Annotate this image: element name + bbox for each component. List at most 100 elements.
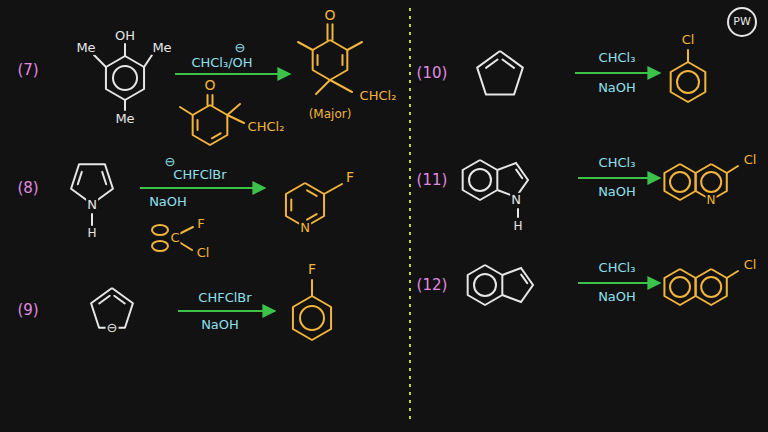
ring-bond	[293, 296, 331, 340]
reagent-label: CHCl₃	[598, 261, 637, 275]
bond-line	[330, 80, 352, 92]
bond-line	[180, 107, 193, 115]
reagent-label: NaOH	[148, 195, 188, 209]
ring-bond	[106, 56, 144, 100]
bond-line	[144, 55, 152, 67]
reagent-label: CHCl₃	[598, 156, 637, 170]
atom-label: Cl	[743, 153, 758, 167]
ring-bond	[664, 269, 695, 305]
double-bond-line	[212, 133, 221, 138]
reagent-label: CHCl₃/OH	[190, 56, 253, 70]
bond-line	[179, 242, 192, 250]
ring-bond	[671, 62, 706, 102]
atom-label: F	[307, 262, 317, 277]
reagent-label: CHFClBr	[197, 291, 252, 305]
ring-bond	[477, 51, 523, 94]
double-bond-line	[341, 55, 343, 65]
aromatic-circle	[677, 71, 699, 93]
aromatic-circle	[701, 172, 721, 192]
logo-text: PW	[732, 16, 752, 28]
orbital-lobe	[152, 225, 168, 235]
double-bond-line	[290, 199, 292, 210]
double-bond-line	[307, 190, 317, 196]
atom-label: N	[299, 221, 311, 235]
reaction-arrow	[578, 282, 660, 284]
reagent-label: NaOH	[597, 185, 637, 199]
atom-label: O	[203, 78, 216, 93]
double-bond-line	[102, 172, 106, 184]
atom-label: C	[169, 231, 180, 245]
double-bond-line	[307, 214, 317, 220]
bond-line	[124, 100, 126, 110]
atom-label: CHCl₂	[247, 120, 286, 134]
atom-label: N	[706, 194, 717, 207]
charge-sign: ⊖	[234, 41, 247, 55]
atom-label: H	[512, 220, 523, 233]
ring-bond	[193, 105, 228, 145]
double-bond-line	[197, 120, 199, 130]
charge-sign: ⊖	[106, 321, 119, 335]
bond-line	[298, 42, 313, 50]
bond-line	[227, 104, 240, 115]
bond-line	[94, 55, 106, 67]
ring-bond	[502, 268, 533, 302]
ring-bond	[468, 265, 503, 305]
ring-bond	[463, 160, 498, 200]
atom-label: F	[196, 217, 205, 231]
reagent-label: CHCl₃	[598, 51, 637, 65]
bond-line	[316, 80, 330, 94]
aromatic-circle	[300, 306, 324, 330]
double-bond-line	[78, 172, 82, 184]
reaction-arrow	[140, 187, 265, 189]
bond-line	[517, 209, 519, 217]
reaction-number: (9)	[16, 302, 39, 319]
bond-line	[227, 115, 244, 123]
atom-label: Me	[151, 41, 172, 55]
aromatic-circle	[701, 277, 721, 297]
bond-line	[727, 271, 738, 278]
aromatic-circle	[474, 274, 496, 296]
double-bond-line	[99, 296, 110, 304]
reaction-number: (8)	[16, 180, 39, 197]
bond-line	[124, 44, 126, 56]
ring-bond	[696, 269, 727, 305]
bond-line	[311, 280, 313, 296]
aromatic-circle	[670, 277, 690, 297]
atom-label: Cl	[196, 246, 211, 260]
bond-line	[91, 214, 93, 225]
bond-line	[687, 50, 689, 62]
double-bond-line	[486, 60, 498, 68]
double-bond-line	[516, 170, 522, 179]
carbonyl-bond	[332, 24, 334, 40]
atom-label: OH	[114, 29, 136, 43]
double-bond-line	[317, 55, 319, 65]
atom-label: N	[510, 193, 522, 207]
atom-label: Me	[75, 41, 96, 55]
double-bond-line	[502, 60, 514, 68]
reaction-arrow	[175, 73, 290, 75]
bond-line	[727, 166, 738, 173]
note-label: (Major)	[308, 108, 353, 121]
atom-label: H	[86, 227, 97, 240]
reaction-arrow	[578, 177, 660, 179]
reaction-number: (11)	[416, 172, 449, 189]
atom-label: F	[345, 170, 355, 185]
divider-line	[409, 8, 411, 424]
aromatic-circle	[670, 172, 690, 192]
atom-label: O	[323, 8, 336, 23]
structures	[71, 8, 756, 340]
bond-line	[179, 227, 193, 234]
reaction-number: (10)	[416, 65, 449, 82]
reagent-label: NaOH	[200, 318, 240, 332]
reagent-label: NaOH	[597, 81, 637, 95]
atom-label: N	[86, 198, 98, 212]
aromatic-circle	[469, 169, 491, 191]
reagent-label: CHFClBr	[172, 168, 227, 182]
atom-label: Cl	[743, 258, 758, 272]
aromatic-circle	[113, 66, 137, 90]
double-bond-line	[521, 275, 527, 284]
ring-bond	[313, 40, 348, 80]
reaction-arrow	[575, 72, 660, 74]
